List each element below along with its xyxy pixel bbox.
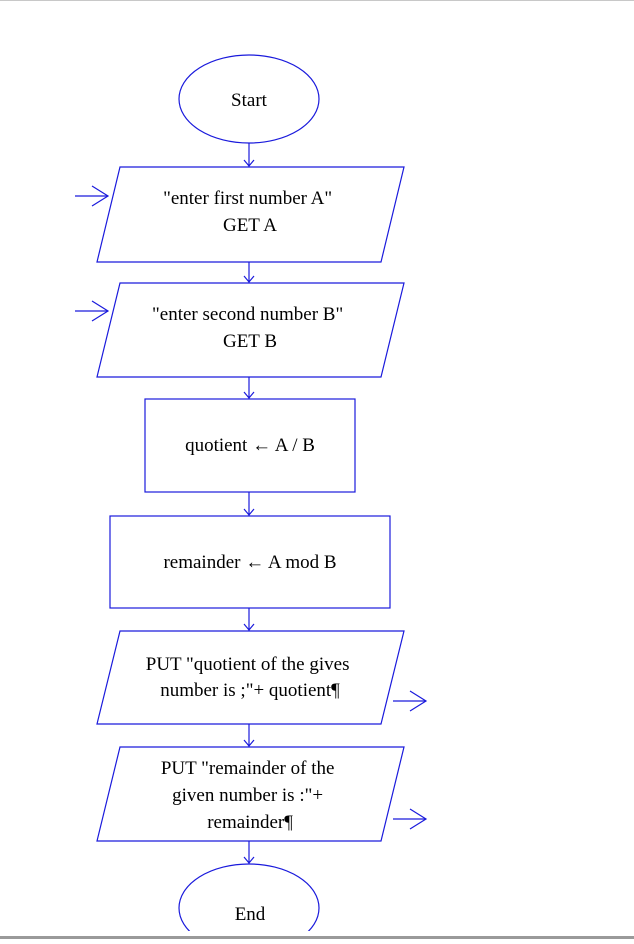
output-quotient-label: PUT "quotient of the gives number is ;"+… (146, 654, 354, 701)
bottom-scroll-edge (0, 936, 634, 939)
process-box-quotient (144, 398, 356, 493)
output-arrow-remainder-head (409, 808, 428, 830)
connector-arrowhead (243, 391, 255, 399)
start-label: Start (231, 90, 268, 111)
connector-arrowhead (243, 856, 255, 864)
connector-arrowhead (243, 623, 255, 631)
output-parallelogram-remainder (96, 746, 405, 842)
input-a-label: "enter first number A" GET A (163, 188, 337, 236)
io-arrows (75, 185, 428, 830)
output-parallelogram-quotient (96, 630, 405, 725)
connector-arrowhead (243, 159, 255, 167)
input-b-label: "enter second number B" GET B (152, 304, 348, 352)
terminal-end (178, 863, 320, 931)
connectors (243, 143, 255, 864)
connector-arrowhead (243, 739, 255, 747)
remainder-label: remainder ← A mod B (163, 552, 336, 573)
terminal-start (178, 54, 320, 144)
end-label: End (235, 904, 266, 925)
process-box-remainder (109, 515, 391, 609)
input-parallelogram-a (96, 166, 405, 263)
input-arrow-a-head (91, 185, 110, 207)
connector-arrowhead (243, 275, 255, 283)
connector-arrowhead (243, 508, 255, 516)
top-border (0, 0, 634, 1)
output-arrow-quotient-head (409, 690, 428, 712)
quotient-label: quotient ← A / B (185, 435, 315, 456)
output-remainder-label: PUT "remainder of the given number is :"… (161, 758, 339, 833)
input-parallelogram-b (96, 282, 405, 378)
input-arrow-b-head (91, 300, 110, 322)
